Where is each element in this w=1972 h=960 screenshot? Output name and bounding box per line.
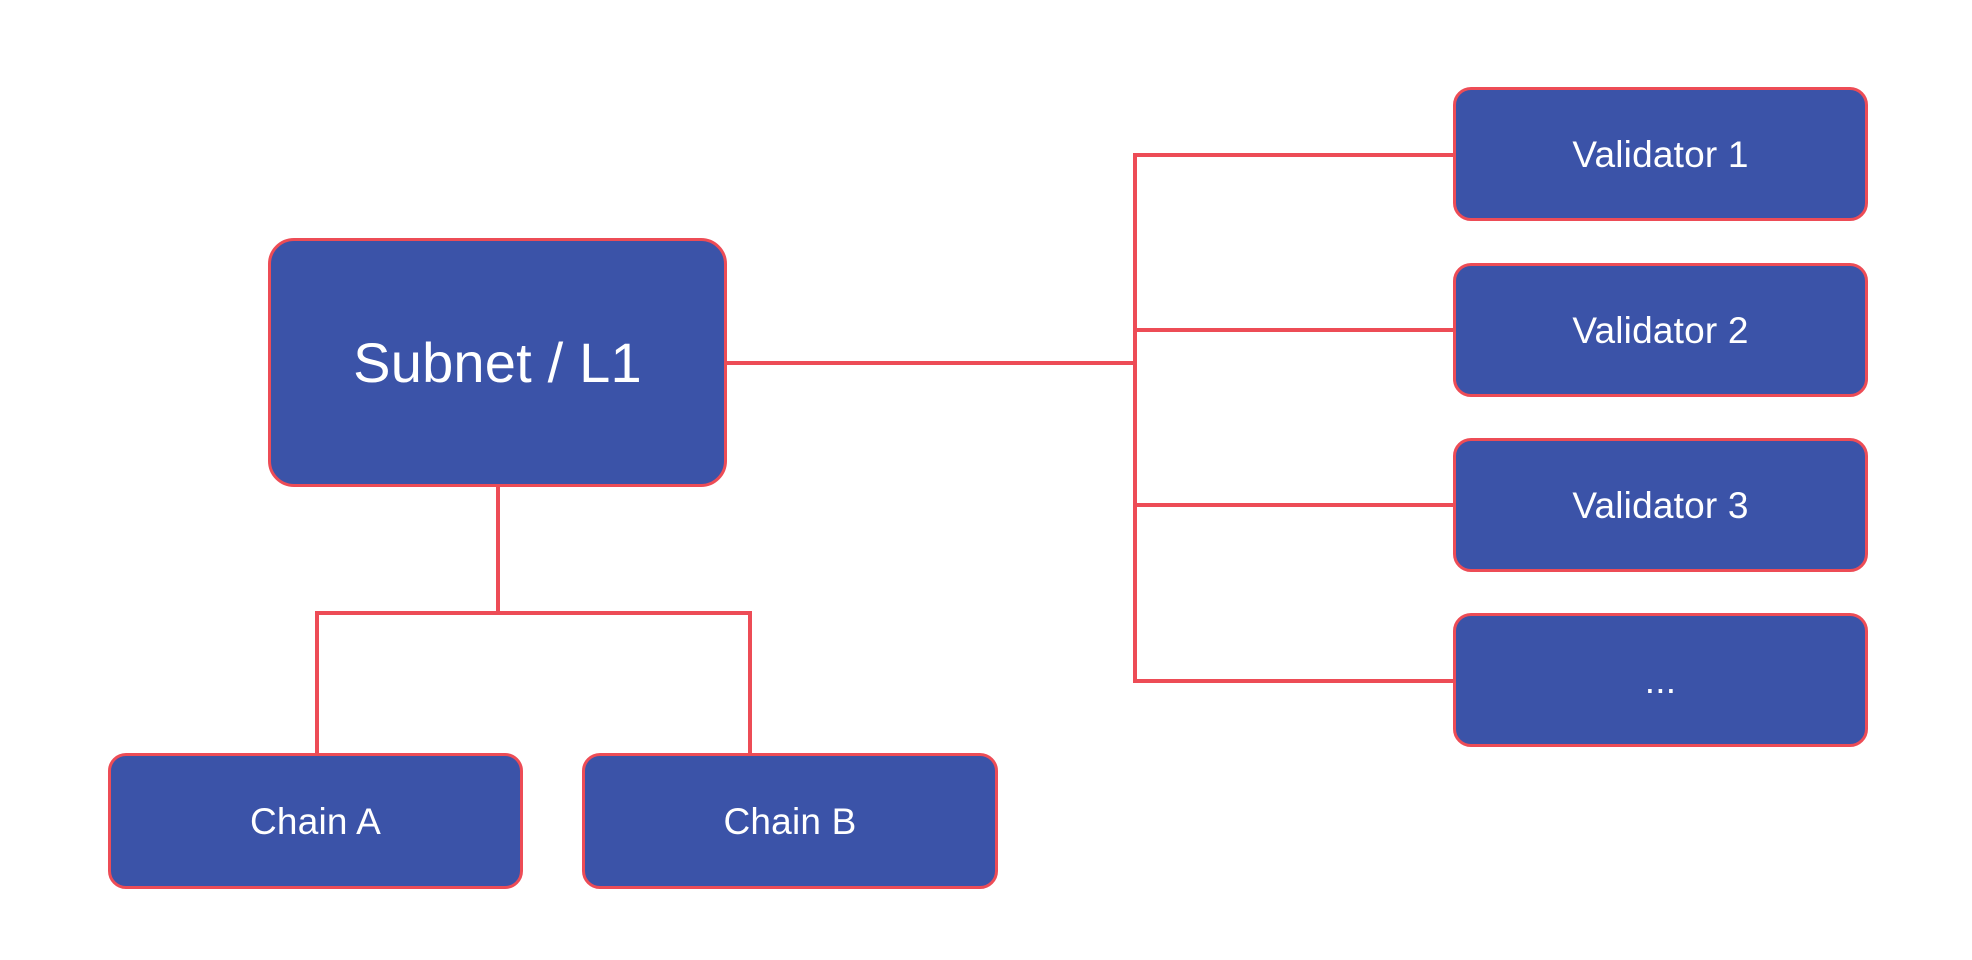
node-subnet-l1[interactable]: Subnet / L1	[268, 238, 727, 487]
edge-to-chain-b	[748, 611, 752, 755]
edge-chain-bus	[315, 611, 752, 615]
node-validator-ellipsis[interactable]: ...	[1453, 613, 1868, 747]
edge-to-validator-1	[1133, 153, 1455, 157]
edge-to-validator-3	[1133, 503, 1455, 507]
node-validator-3[interactable]: Validator 3	[1453, 438, 1868, 572]
node-chain-b[interactable]: Chain B	[582, 753, 998, 889]
edge-root-to-validator-trunk	[727, 361, 1137, 365]
node-validator-1[interactable]: Validator 1	[1453, 87, 1868, 221]
edge-to-validator-2	[1133, 328, 1455, 332]
edge-validator-spine	[1133, 155, 1137, 683]
edge-root-to-chain-bus	[496, 487, 500, 613]
edge-to-chain-a	[315, 611, 319, 755]
edge-to-validator-4	[1133, 679, 1455, 683]
node-chain-a[interactable]: Chain A	[108, 753, 523, 889]
node-validator-2[interactable]: Validator 2	[1453, 263, 1868, 397]
